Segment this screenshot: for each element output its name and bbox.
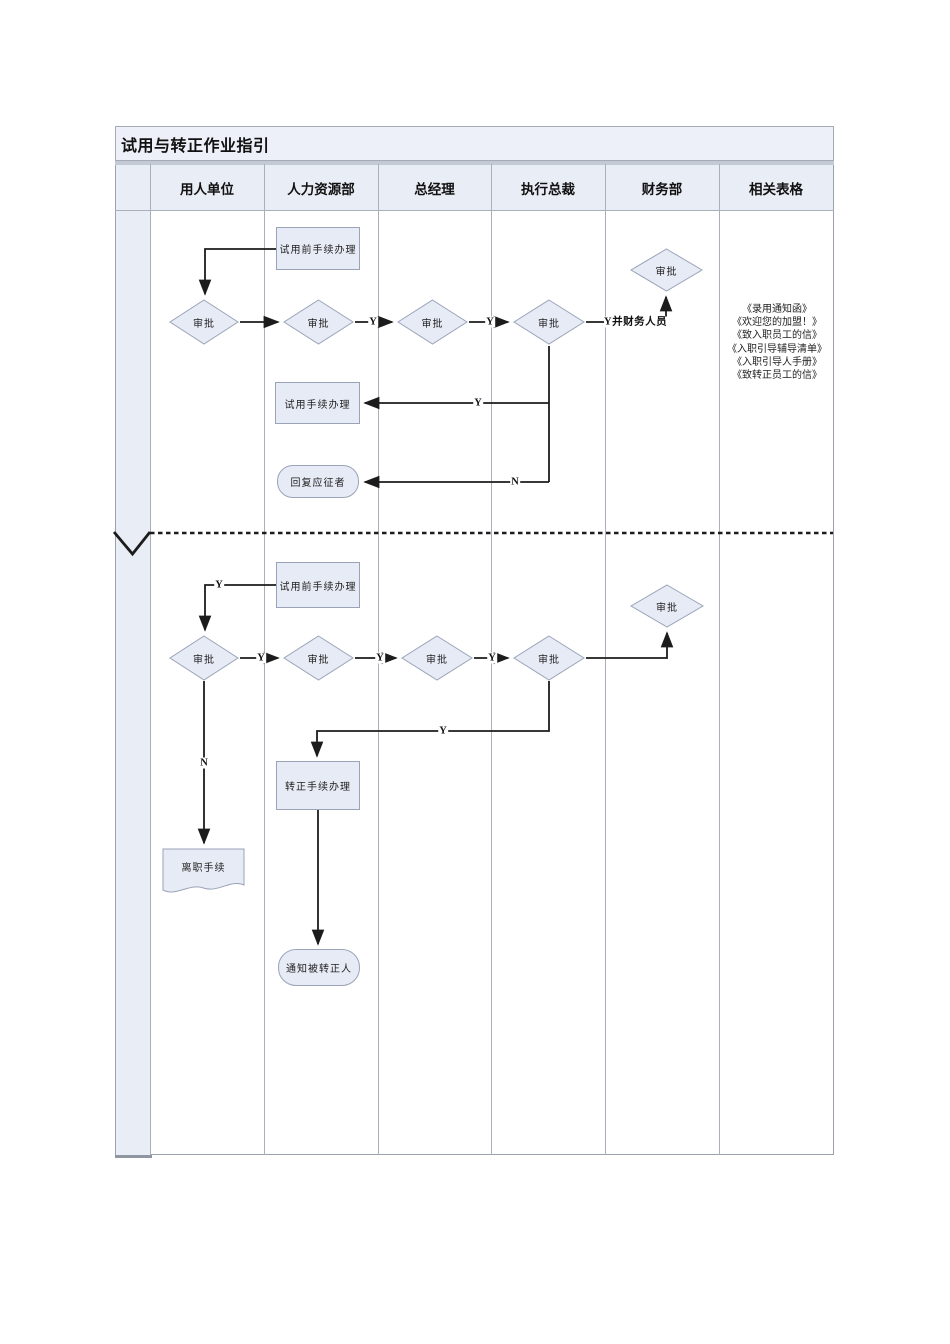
- title-bar: 试用与转正作业指引: [115, 126, 834, 161]
- terminator-reply-applicant: 回复应征者: [277, 465, 359, 498]
- column-header-finance-dept: 财务部: [605, 165, 719, 210]
- table-frame: [115, 126, 834, 1155]
- decision-label: 审批: [426, 654, 448, 666]
- column-header-hr-dept: 人力资源部: [264, 165, 378, 210]
- decision-approval-hr-1: 审批: [283, 299, 354, 345]
- column-header-executive-president: 执行总裁: [491, 165, 605, 210]
- edge-label-no: N: [510, 476, 520, 488]
- document-resignation-procedures: 离职手续: [162, 848, 245, 897]
- header-divider: [115, 161, 834, 165]
- process-label: 试用前手续办理: [279, 245, 357, 256]
- form-item: 《致入职员工的信》: [732, 330, 822, 342]
- lane-border: [605, 164, 606, 1155]
- column-header-employing-unit: 用人单位: [150, 165, 264, 210]
- decision-approval-finance-2: 审批: [630, 584, 704, 628]
- decision-approval-ceo-1: 审批: [513, 299, 585, 345]
- edge-label-yes: Y: [487, 652, 497, 664]
- process-pre-trial-procedures-1: 试用前手续办理: [276, 227, 360, 270]
- form-item: 《入职引导人手册》: [732, 356, 822, 368]
- process-label: 试用前手续办理: [279, 581, 357, 593]
- edge-label-no: N: [199, 757, 209, 769]
- edge-label-yes: Y: [368, 316, 378, 328]
- decision-approval-hr-2: 审批: [283, 635, 354, 681]
- terminator-label: 通知被转正人: [286, 964, 352, 975]
- terminator-notify-regularized-employee: 通知被转正人: [278, 949, 360, 986]
- lane-border: [150, 164, 151, 1155]
- edge-label-yes: Y: [473, 397, 483, 409]
- decision-approval-gm-1: 审批: [397, 299, 468, 345]
- document-label: 离职手续: [181, 862, 226, 874]
- related-forms-list: 《录用通知函》 《欢迎您的加盟！》 《致入职员工的信》 《入职引导辅导清单》 《…: [722, 303, 832, 382]
- decision-approval-employing-unit-1: 审批: [169, 299, 239, 345]
- edge-label-yes-and-finance: Y并财务人员: [604, 316, 668, 328]
- form-item: 《致转正员工的信》: [732, 370, 822, 382]
- decision-approval-employing-unit-2: 审批: [169, 635, 239, 681]
- decision-label: 审批: [193, 318, 215, 330]
- process-label: 试用手续办理: [284, 399, 351, 411]
- decision-approval-gm-2: 审批: [401, 635, 473, 681]
- header-corner-cell: [116, 165, 150, 210]
- decision-label: 审批: [538, 318, 560, 330]
- sidebar-footer-edge: [115, 1155, 152, 1158]
- form-item: 《录用通知函》: [742, 304, 812, 315]
- form-item: 《入职引导辅导清单》: [727, 343, 827, 355]
- decision-label: 审批: [307, 318, 330, 330]
- header-bottom-border: [115, 210, 834, 211]
- process-label: 转正手续办理: [285, 782, 351, 793]
- edge-label-yes: Y: [485, 316, 495, 328]
- decision-label: 审批: [193, 654, 215, 666]
- decision-label: 审批: [656, 602, 678, 614]
- decision-label: 审批: [307, 654, 330, 666]
- lane-border: [719, 164, 720, 1155]
- process-trial-procedures: 试用手续办理: [275, 382, 360, 424]
- form-item: 《欢迎您的加盟！》: [732, 317, 822, 329]
- decision-label: 审批: [421, 318, 444, 330]
- decision-approval-finance-1: 审批: [630, 248, 703, 292]
- process-regularization-procedures: 转正手续办理: [276, 761, 360, 810]
- process-pre-trial-procedures-2: 试用前手续办理: [276, 562, 360, 608]
- page-title: 试用与转正作业指引: [121, 137, 270, 155]
- edge-label-yes: Y: [214, 579, 224, 591]
- decision-approval-ceo-2: 审批: [513, 635, 585, 681]
- edge-label-yes: Y: [438, 725, 448, 737]
- column-header-related-forms: 相关表格: [719, 165, 833, 210]
- edge-label-yes: Y: [375, 652, 385, 664]
- edge-label-yes: Y: [256, 652, 266, 664]
- phase-sidebar: [116, 210, 150, 1155]
- decision-label: 审批: [538, 654, 560, 666]
- column-header-general-manager: 总经理: [378, 165, 491, 210]
- decision-label: 审批: [655, 266, 678, 278]
- terminator-label: 回复应征者: [290, 478, 346, 489]
